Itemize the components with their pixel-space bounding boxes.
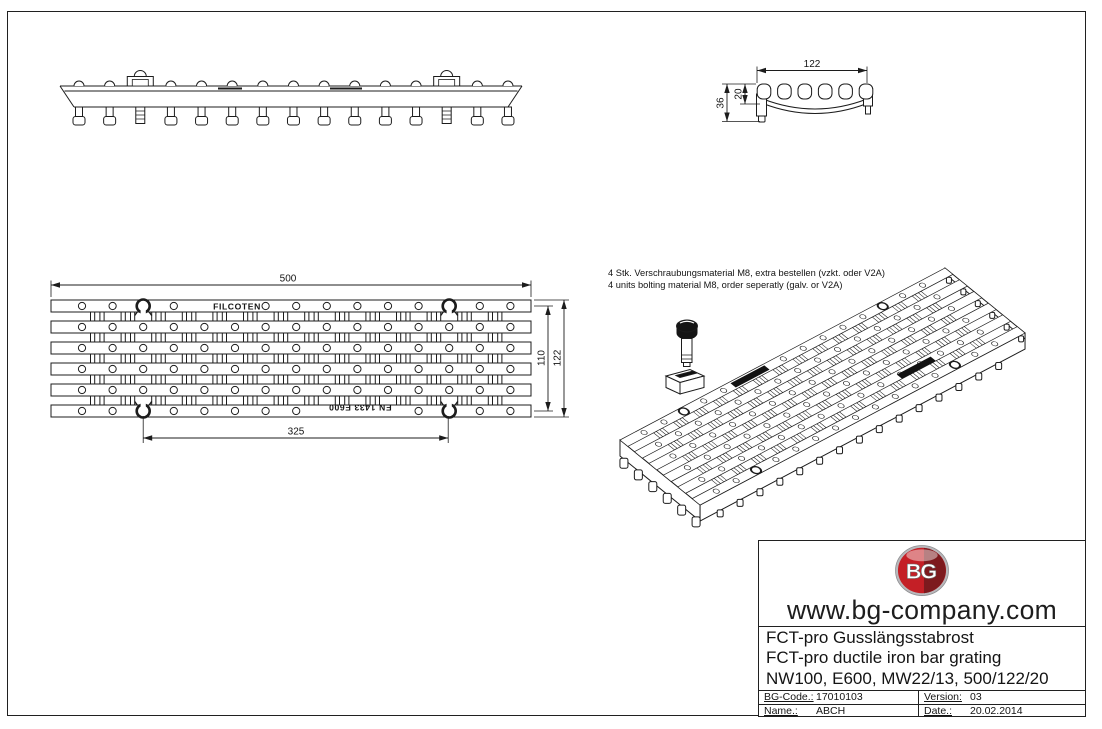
iso-view-grating xyxy=(619,267,1026,506)
plan-brand-text: FILCOTEN xyxy=(213,302,261,312)
version-cell: Version: 03 xyxy=(919,691,1085,704)
logo-gloss xyxy=(906,549,938,562)
end-overall-height-dim-label: 36 xyxy=(716,97,727,109)
title-block: BG www.bg-company.com FCT-pro Gusslängss… xyxy=(758,540,1086,718)
plan-view-dimensions xyxy=(50,280,569,443)
website-text: www.bg-company.com xyxy=(787,595,1057,625)
end-view-dimensions xyxy=(722,66,868,122)
date-value: 20.02.2014 xyxy=(970,704,1023,717)
bg-code-value: 17010103 xyxy=(816,691,863,704)
product-description: FCT-pro Gusslängsstabrost FCT-pro ductil… xyxy=(759,626,1085,690)
name-value: ABCH xyxy=(816,704,846,717)
title-block-row-1: BG-Code.: 17010103 Version: 03 xyxy=(759,690,1085,704)
product-line-en: FCT-pro ductile iron bar grating xyxy=(766,648,1002,668)
name-cell: Name.: ABCH xyxy=(759,704,919,718)
page-border-frame xyxy=(7,11,1086,716)
plan-view xyxy=(50,298,532,419)
logo-text: BG xyxy=(906,558,937,583)
plan-bolt-spacing-dim-label: 325 xyxy=(288,427,305,438)
title-block-row-2: Name.: ABCH Date.: 20.02.2014 xyxy=(759,703,1085,718)
logo-dark-half xyxy=(923,547,946,594)
version-label: Version: xyxy=(924,691,962,704)
side-view xyxy=(59,70,523,126)
title-block-logo-section: BG www.bg-company.com xyxy=(759,541,1085,626)
bolt-note-english: 4 units bolting material M8, order seper… xyxy=(608,280,842,290)
name-label: Name.: xyxy=(764,704,798,717)
date-label: Date.: xyxy=(924,704,953,717)
plan-length-dim-label: 500 xyxy=(280,274,297,285)
bg-logo: BG xyxy=(895,545,949,596)
end-view xyxy=(756,83,874,123)
bolt-note-german: 4 Stk. Verschraubungsmaterial M8, extra … xyxy=(608,268,885,278)
bg-code-cell: BG-Code.: 17010103 xyxy=(759,691,919,704)
date-cell: Date.: 20.02.2014 xyxy=(919,705,1085,718)
plan-width-dim-label: 122 xyxy=(553,349,564,366)
product-line-spec: NW100, E600, MW22/13, 500/122/20 xyxy=(766,668,1049,688)
version-value: 03 xyxy=(970,691,982,704)
end-width-dim-label: 122 xyxy=(804,59,821,70)
plan-bar-centers-dim-label: 110 xyxy=(537,350,548,366)
end-bar-height-dim-label: 20 xyxy=(734,88,745,100)
bolt-and-clamp-detail xyxy=(664,319,706,395)
plan-standard-text: EN 1433 E600 xyxy=(328,403,391,413)
bg-code-label: BG-Code.: xyxy=(764,691,814,704)
product-line-de: FCT-pro Gusslängsstabrost xyxy=(766,628,974,647)
